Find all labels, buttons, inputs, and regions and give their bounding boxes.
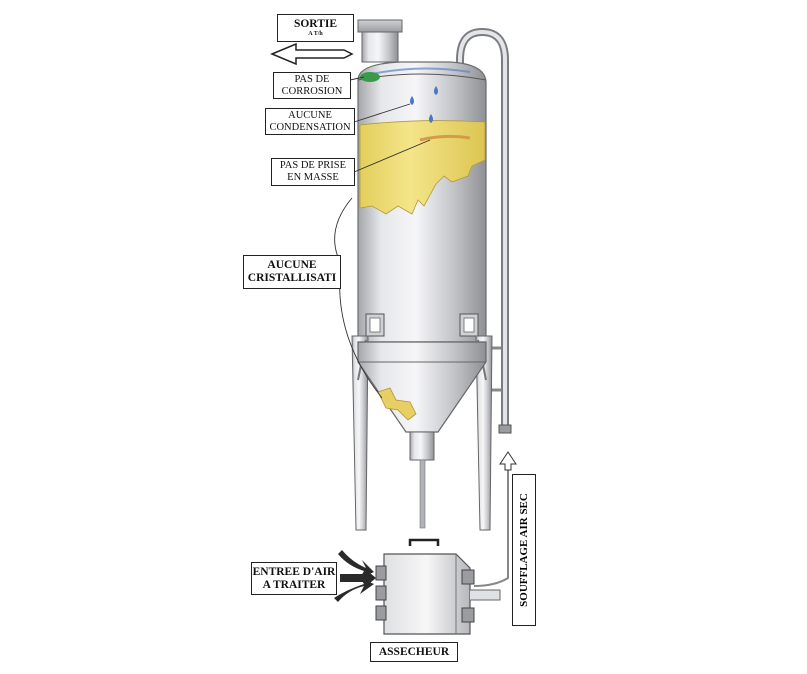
- pas-de-corrosion-line-1: PAS DE: [294, 73, 330, 85]
- dry-air-pipe: [456, 27, 512, 434]
- aucune-condensation-line-2: CONDENSATION: [269, 121, 351, 133]
- left-arrow-icon: [270, 42, 354, 66]
- aucune-condensation-line-1: AUCUNE: [288, 109, 332, 121]
- pas-de-corrosion-label: PAS DE CORROSION: [273, 72, 351, 99]
- aucune-cristallisation-label: AUCUNE CRISTALLISATI: [243, 255, 341, 289]
- aucune-cristallisation-line-2: CRISTALLISATI: [247, 272, 337, 284]
- entree-air-line-2: A TRAITER: [262, 578, 326, 591]
- assecheur-label: ASSECHEUR: [370, 642, 458, 662]
- droplet-icon: [410, 86, 438, 123]
- aucune-condensation-label: AUCUNE CONDENSATION: [265, 108, 355, 135]
- assecheur-text: ASSECHEUR: [378, 645, 450, 658]
- soufflage-air-sec-label: SOUFFLAGE AIR SEC: [512, 474, 536, 626]
- pas-de-prise-line-2: EN MASSE: [287, 172, 339, 183]
- entree-air-label: ENTREE D'AIR A TRAITER: [251, 562, 337, 595]
- aucune-cristallisation-line-1: AUCUNE: [267, 259, 317, 271]
- outlet-chute: [357, 19, 403, 63]
- dryer-unit: [375, 466, 509, 635]
- pas-de-prise-line-1: PAS DE PRISE: [279, 160, 347, 171]
- soufflage-air-sec-text: SOUFFLAGE AIR SEC: [518, 493, 531, 607]
- corrosion-spot: [360, 72, 380, 82]
- silo-legs: [351, 335, 493, 531]
- entree-air-line-1: ENTREE D'AIR: [252, 565, 336, 578]
- sortie-label: SORTIE A T/h: [277, 14, 354, 42]
- curved-arrow-icon: [334, 550, 376, 602]
- pas-de-corrosion-line-2: CORROSION: [281, 85, 343, 97]
- sortie-text: SORTIE: [293, 18, 338, 30]
- pas-de-prise-label: PAS DE PRISE EN MASSE: [271, 158, 355, 186]
- product-layer: [359, 120, 486, 215]
- sortie-rate-text: A T/h: [308, 31, 323, 37]
- support-lugs: [365, 313, 479, 337]
- silo-cone: [357, 341, 487, 529]
- up-arrow-icon: [499, 451, 517, 471]
